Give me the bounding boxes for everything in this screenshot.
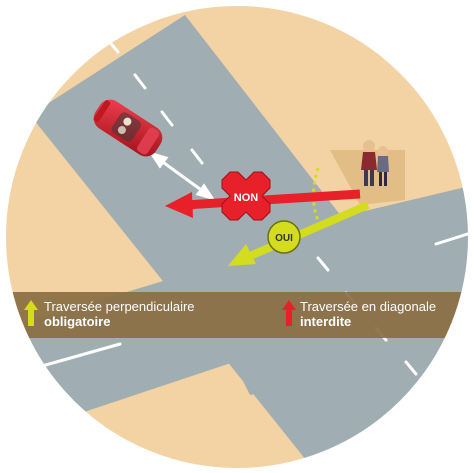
- forbidden-arrow: [165, 189, 361, 218]
- non-label: NON: [234, 192, 259, 204]
- yellow-arrow-icon: [24, 300, 38, 326]
- required-arrow: [228, 201, 370, 266]
- circle-border: [4, 4, 470, 470]
- red-car: [93, 99, 163, 157]
- oui-badge: OUI: [267, 220, 301, 254]
- non-badge: NON: [221, 171, 271, 221]
- red-arrow-icon: [282, 300, 296, 326]
- pedestrians: [361, 140, 389, 186]
- oui-label: OUI: [275, 233, 293, 244]
- legend-band: [5, 292, 469, 338]
- car-direction-arrow: [148, 151, 216, 201]
